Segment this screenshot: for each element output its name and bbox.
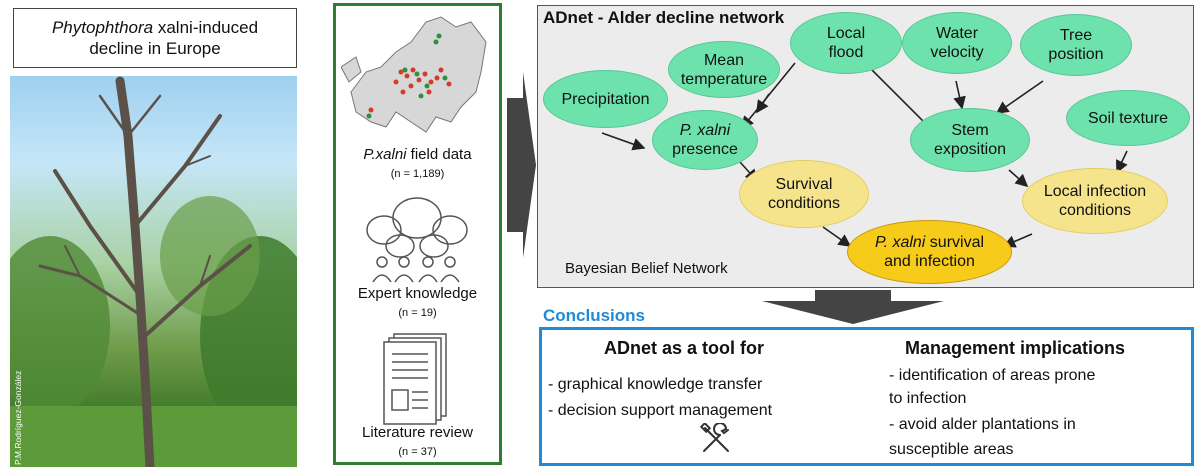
conclusions-right-item: susceptible areas	[889, 441, 1014, 458]
title-box: Phytophthora xalni-induced decline in Eu…	[13, 8, 297, 68]
source-count-literature: (n = 37)	[398, 446, 437, 458]
conclusions-left-item: - graphical knowledge transfer	[548, 376, 763, 393]
source-count-expert: (n = 19)	[398, 307, 437, 319]
documents-icon	[383, 333, 447, 425]
flow-arrow-down	[762, 290, 944, 324]
source-label-literature: Literature review	[362, 424, 473, 441]
conclusions-box	[539, 327, 1194, 466]
source-label-field-data: P.xalni field data	[363, 146, 472, 163]
conclusions-right-heading: Management implications	[905, 338, 1126, 358]
title-species: xalni	[157, 18, 193, 37]
photo-credit: P.M.Rodríguez-González	[13, 370, 23, 465]
conclusions-left-heading: ADnet as a tool for	[604, 338, 765, 358]
conclusions-right-item: to infection	[889, 390, 967, 407]
node-soil-texture: Soil texture	[1066, 90, 1190, 146]
conclusions-right-item: - identification of areas prone	[889, 367, 1096, 384]
tools-icon	[700, 423, 729, 452]
conclusions-left-item: - decision support management	[548, 402, 773, 419]
node-precipitation: Precipitation	[543, 70, 668, 128]
network-title: ADnet - Alder decline network	[543, 8, 785, 27]
title-line2: decline in Europe	[89, 39, 221, 58]
conclusions-label: Conclusions	[543, 306, 646, 325]
title-genus: Phytophthora	[51, 18, 154, 37]
europe-map-icon	[341, 16, 487, 133]
source-label-expert: Expert knowledge	[357, 285, 478, 302]
source-count-field-data: (n = 1,189)	[390, 168, 445, 180]
title-suffix: -induced	[192, 18, 259, 37]
flow-arrow-right	[507, 72, 536, 258]
expert-group-icon	[366, 197, 468, 283]
network-caption: Bayesian Belief Network	[565, 260, 728, 277]
tree-illustration	[10, 76, 297, 467]
conclusions-right-item: - avoid alder plantations in	[889, 416, 1076, 433]
alder-tree-photo	[10, 76, 297, 467]
data-sources-panel	[333, 3, 502, 465]
